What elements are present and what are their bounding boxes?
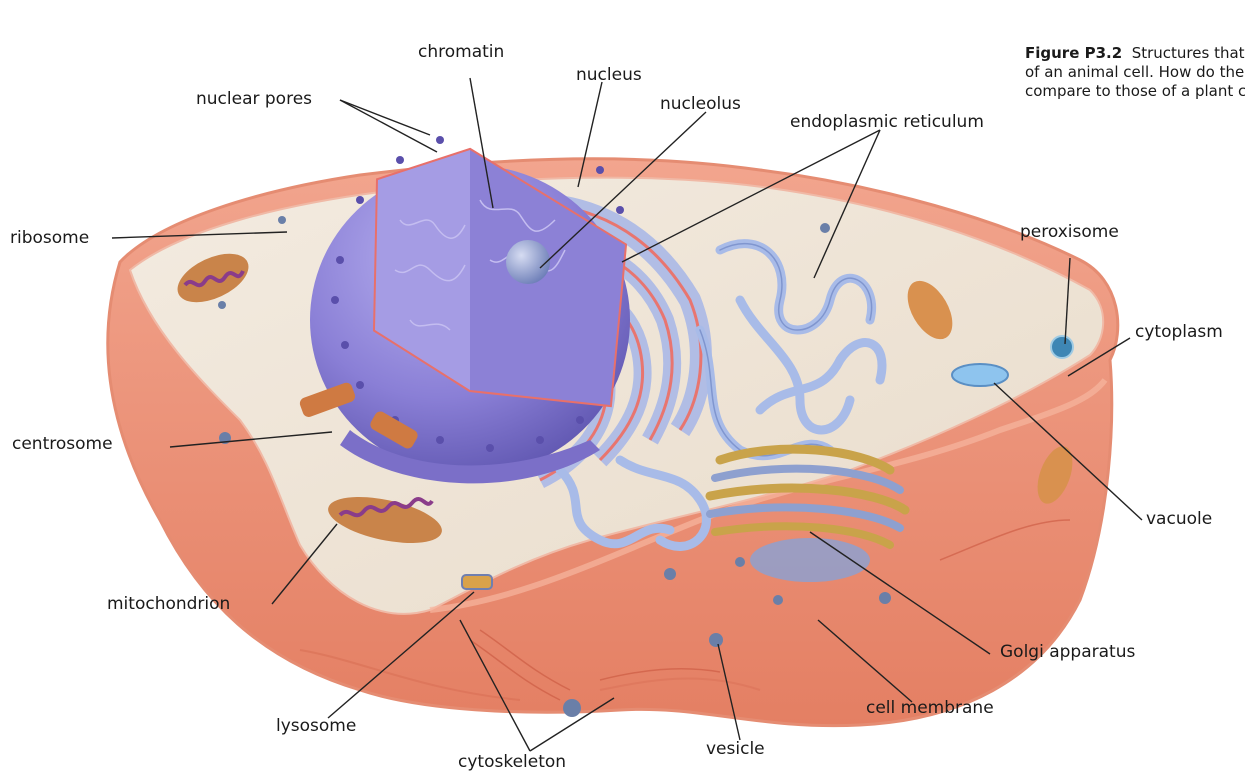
- nucleolus-shape: [506, 240, 550, 284]
- label-golgi-apparatus: Golgi apparatus: [1000, 642, 1135, 662]
- label-ribosome: ribosome: [10, 228, 89, 248]
- label-mitochondrion: mitochondrion: [107, 594, 230, 614]
- vacuole-shape: [952, 364, 1008, 386]
- label-cytoplasm: cytoplasm: [1135, 322, 1223, 342]
- label-centrosome: centrosome: [12, 434, 113, 454]
- caption-line-2: of an animal cell. How do these stru: [1025, 63, 1245, 82]
- label-endoplasmic-reticulum: endoplasmic reticulum: [790, 112, 984, 132]
- label-vacuole: vacuole: [1146, 509, 1212, 529]
- figure-number: Figure P3.2: [1025, 44, 1122, 62]
- label-cell-membrane: cell membrane: [866, 698, 994, 718]
- label-vesicle: vesicle: [706, 739, 765, 759]
- label-nuclear-pores: nuclear pores: [196, 89, 312, 109]
- label-chromatin: chromatin: [418, 42, 504, 62]
- label-lysosome: lysosome: [276, 716, 356, 736]
- label-cytoskeleton: cytoskeleton: [458, 752, 566, 772]
- caption-line-1: Structures that are typ: [1132, 44, 1245, 62]
- figure-caption: Figure P3.2 Structures that are typ of a…: [1025, 44, 1245, 101]
- label-nucleus: nucleus: [576, 65, 642, 85]
- label-nucleolus: nucleolus: [660, 94, 741, 114]
- lysosome-shape: [462, 575, 492, 589]
- label-peroxisome: peroxisome: [1020, 222, 1119, 242]
- peroxisome-shape: [1051, 336, 1073, 358]
- caption-line-3: compare to those of a plant cell?: [1025, 82, 1245, 101]
